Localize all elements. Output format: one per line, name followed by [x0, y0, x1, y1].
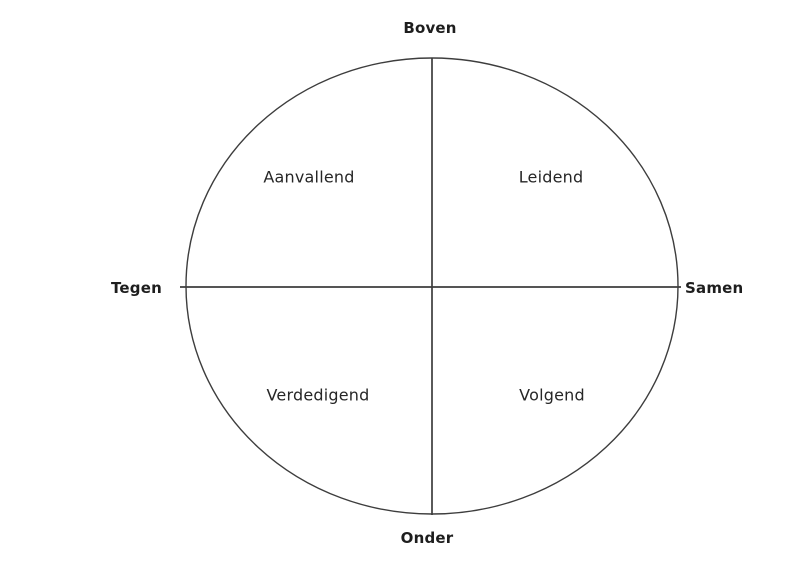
axis-label-samen: Samen: [685, 279, 744, 297]
quadrant-label-leidend: Leidend: [518, 167, 584, 187]
quadrant-label-volgend: Volgend: [519, 385, 585, 405]
axis-label-boven: Boven: [403, 19, 457, 37]
axis-label-tegen: Tegen: [110, 279, 162, 297]
quadrant-label-aanvallend: Aanvallend: [263, 167, 355, 187]
axis-label-onder: Onder: [400, 529, 454, 547]
quadrant-label-verdedigend: Verdedigend: [266, 385, 370, 405]
